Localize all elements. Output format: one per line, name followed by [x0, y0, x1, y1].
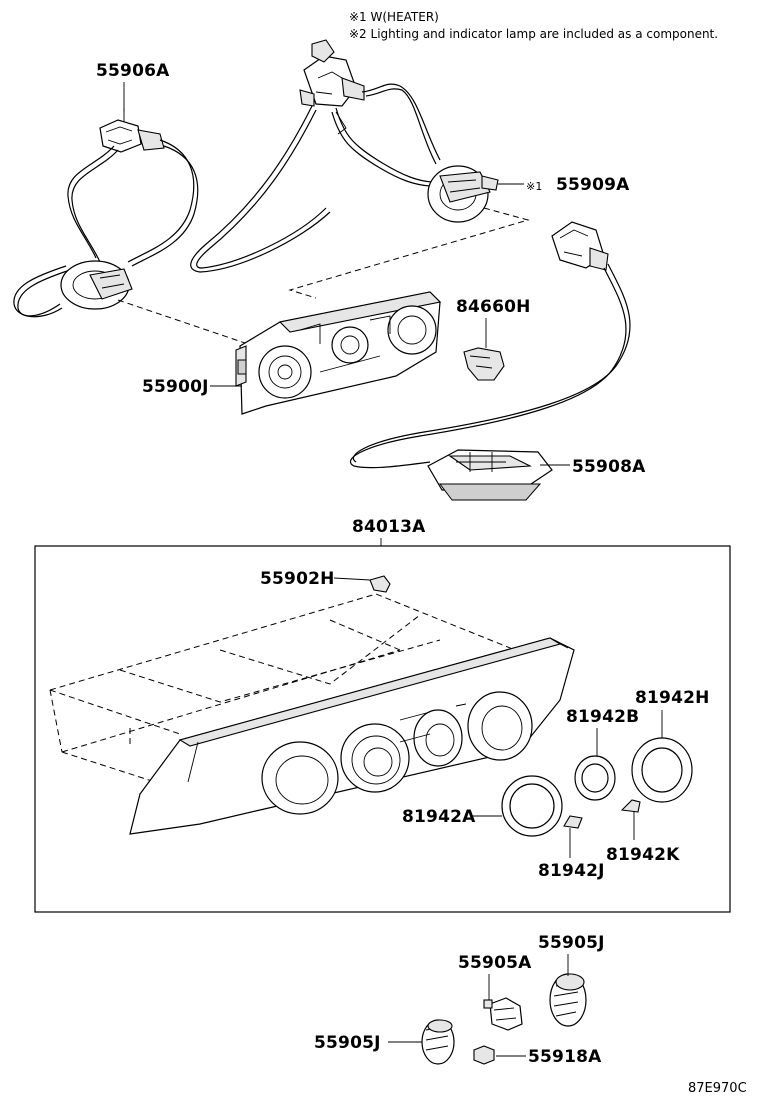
dash-link-1	[117, 299, 249, 345]
label-55905J-top: 55905J	[538, 933, 605, 953]
knob-55905J-right[interactable]	[549, 973, 587, 1027]
label-84013A: 84013A	[352, 517, 426, 537]
ring-81942B[interactable]	[574, 755, 616, 801]
cable-55908A[interactable]	[349, 221, 631, 501]
leader-55902H	[333, 577, 371, 581]
label-81942J: 81942J	[538, 861, 605, 881]
diagram-code: 87E970C	[688, 1081, 747, 1096]
center-panel-84013A[interactable]	[129, 637, 575, 835]
label-81942A: 81942A	[402, 807, 476, 827]
label-55908A: 55908A	[572, 457, 646, 477]
bulb-55918A[interactable]	[473, 1045, 495, 1065]
panel-projection	[49, 593, 541, 791]
control-assy-55900J[interactable]	[235, 291, 442, 415]
knob-55905A[interactable]	[483, 997, 523, 1031]
label-55900J: 55900J	[142, 377, 209, 397]
label-55909A: 55909A	[556, 175, 630, 195]
clip-55902H[interactable]	[369, 575, 391, 593]
dash-link-2	[288, 207, 530, 299]
cable-55906A[interactable]	[13, 108, 199, 318]
label-55905J-left: 55905J	[314, 1033, 381, 1053]
label-55909A-mark: ※1	[526, 180, 543, 193]
note-heater: ※1 W(HEATER)	[349, 10, 439, 24]
label-55905A: 55905A	[458, 953, 532, 973]
ring-81942H[interactable]	[631, 737, 693, 803]
ring-81942A[interactable]	[501, 775, 563, 837]
knob-55905J-left[interactable]	[421, 1019, 455, 1065]
panel-assy-box	[34, 545, 731, 913]
label-84660H: 84660H	[456, 297, 531, 317]
label-55902H: 55902H	[260, 569, 335, 589]
label-55906A: 55906A	[96, 61, 170, 81]
label-81942K: 81942K	[606, 845, 680, 865]
bulb-84660H[interactable]	[463, 347, 505, 381]
cable-55909A[interactable]	[190, 39, 499, 273]
label-81942B: 81942B	[566, 707, 639, 727]
note-lighting: ※2 Lighting and indicator lamp are inclu…	[349, 27, 718, 41]
piece-81942K[interactable]	[620, 799, 641, 813]
label-55918A: 55918A	[528, 1047, 602, 1067]
piece-81942J[interactable]	[563, 815, 583, 829]
label-81942H: 81942H	[635, 688, 710, 708]
